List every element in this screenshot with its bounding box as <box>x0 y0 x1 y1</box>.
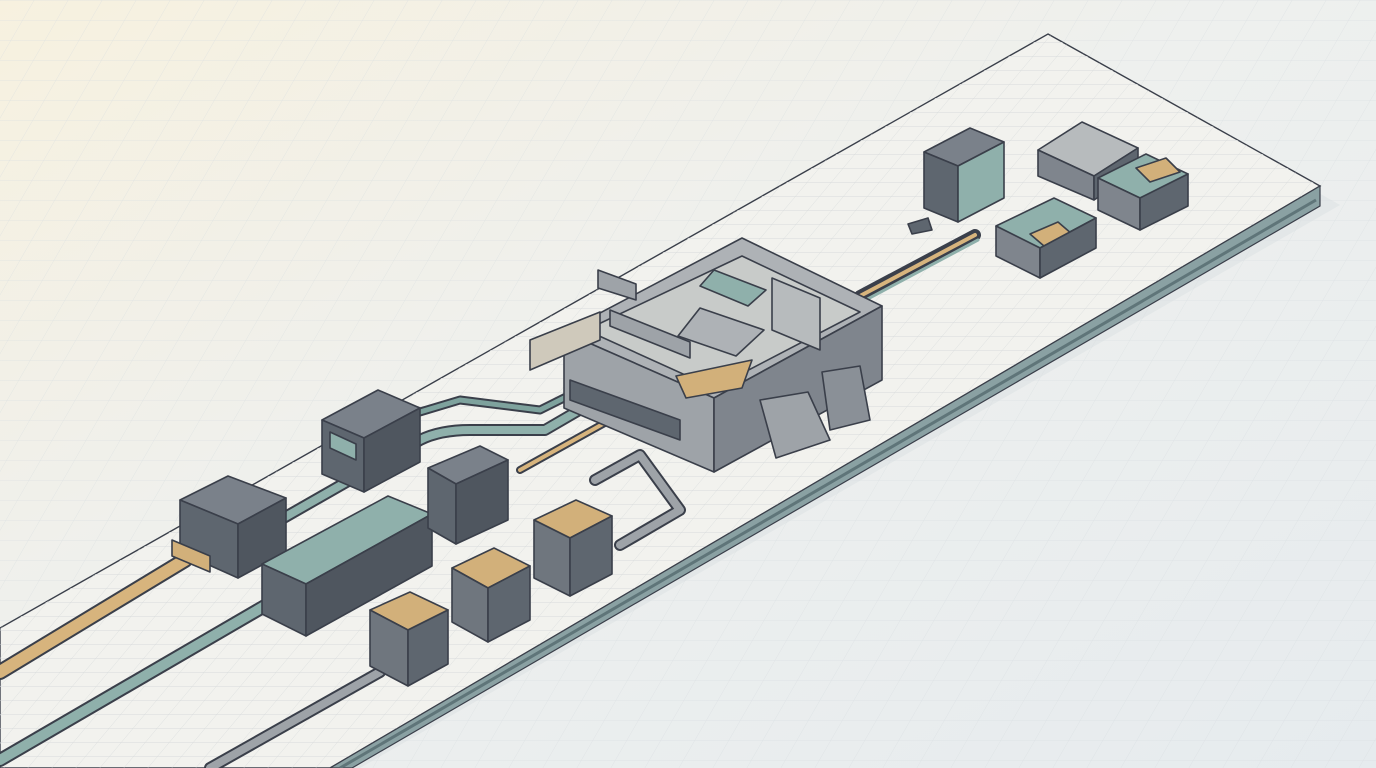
cargo-crate-stacks <box>369 499 613 687</box>
cable-bundles <box>0 229 981 768</box>
crate-stack-right <box>533 499 613 597</box>
room-center <box>677 307 765 357</box>
remote-tower <box>923 127 1005 223</box>
debris <box>907 217 933 235</box>
crate-stack-middle <box>451 547 531 643</box>
remote-building-low <box>995 197 1097 279</box>
server-cluster-upper <box>321 389 421 493</box>
building-wall-right <box>713 305 883 473</box>
server-cluster-center <box>427 445 509 545</box>
platform-rim-line <box>339 198 1317 768</box>
generator <box>759 391 831 459</box>
remote-building-teal <box>1097 153 1189 231</box>
data-center-building <box>529 237 883 473</box>
cable-bundle-left <box>0 552 386 768</box>
top-unit <box>597 269 637 301</box>
loading-dock <box>569 379 681 441</box>
server-rack-clusters <box>171 127 1005 637</box>
room-sand <box>675 359 753 399</box>
platform-edge <box>328 184 1321 768</box>
room-teal <box>699 269 767 307</box>
remote-buildings <box>907 121 1189 279</box>
chiller <box>821 365 871 431</box>
cable-bundle-right <box>854 229 981 304</box>
server-cluster-middle <box>261 495 433 637</box>
room-wall-2 <box>771 277 821 351</box>
annex-left <box>529 311 601 371</box>
room-wall-1 <box>609 309 691 359</box>
crate-stack-front <box>369 591 449 687</box>
